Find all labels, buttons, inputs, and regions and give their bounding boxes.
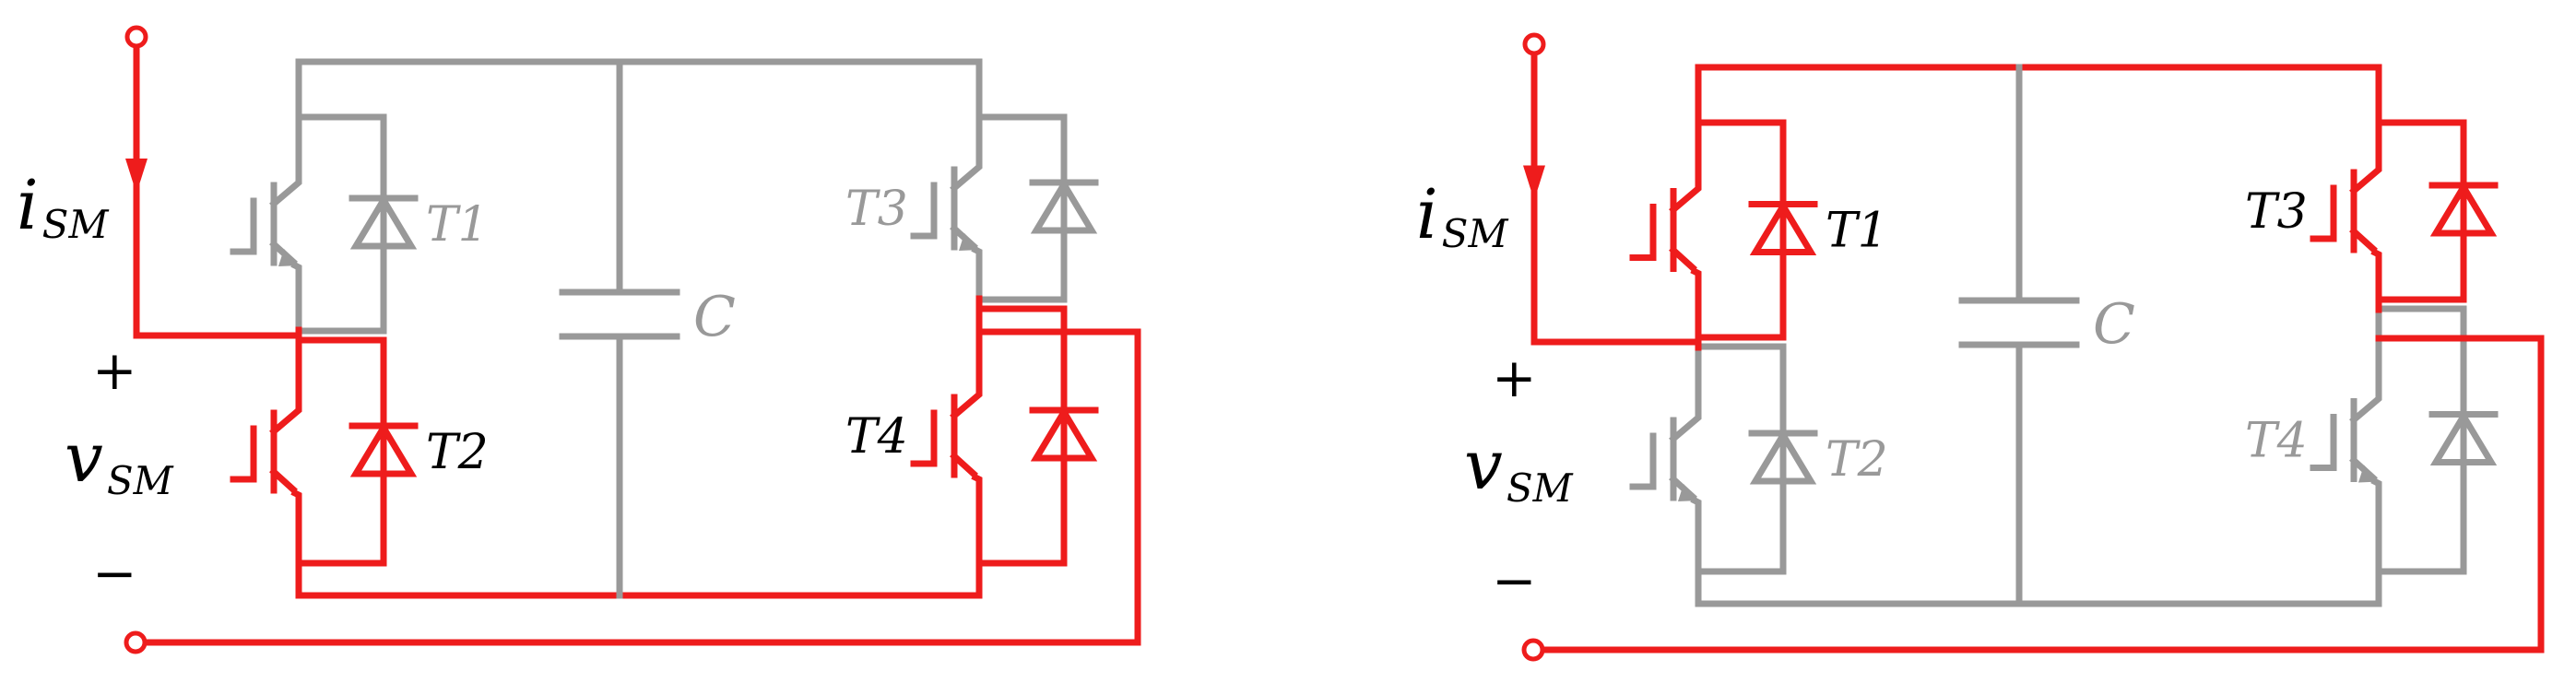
capacitor-label: C xyxy=(2093,292,2135,357)
bottom-dc-rail xyxy=(1695,572,2382,607)
igbt-collector-lead xyxy=(1669,338,1702,443)
igbt-gate xyxy=(230,197,257,255)
input-wire xyxy=(1530,51,1702,346)
top-dc-rail xyxy=(295,58,983,93)
igbt-emitter-arrow xyxy=(1669,245,1697,273)
diode-branch xyxy=(1695,119,1787,341)
igbt-emitter-lead xyxy=(971,245,983,308)
terminal-top xyxy=(124,25,148,49)
igbt-gate xyxy=(230,425,257,483)
diode-triangle xyxy=(349,421,418,477)
current-label-main: i xyxy=(17,166,39,245)
igbt-collector-lead xyxy=(950,109,983,193)
diode-triangle xyxy=(1030,406,1098,462)
switch-label-t2: T2 xyxy=(1826,432,1888,488)
switch-t3: T3 xyxy=(845,109,1099,308)
voltage-label-main: v xyxy=(65,418,103,498)
igbt-gate xyxy=(1629,432,1657,490)
igbt-emitter-lead xyxy=(1690,266,1702,346)
igbt-collector-lead xyxy=(1669,114,1702,215)
igbt-emitter-arrow xyxy=(269,467,298,494)
switch-t1: T1 xyxy=(230,109,489,339)
diode-triangle xyxy=(1030,178,1098,234)
igbt-collector-lead xyxy=(269,109,302,208)
diode-branch xyxy=(2375,305,2467,575)
voltage-label-sub: SM xyxy=(107,458,174,503)
voltage-label: vSM xyxy=(1464,426,1574,511)
output-wire xyxy=(1541,335,2545,654)
igbt-emitter-lead xyxy=(290,489,302,571)
voltage-label: vSM xyxy=(65,418,174,503)
current-label-main: i xyxy=(1416,175,1438,254)
diode-branch xyxy=(295,336,387,567)
diode-triangle xyxy=(2429,409,2498,465)
igbt-collector-lead xyxy=(2349,114,2382,195)
minus-sign: − xyxy=(1492,549,1537,612)
current-arrow xyxy=(125,159,148,194)
diode-triangle xyxy=(2429,181,2498,237)
input-wire xyxy=(133,43,302,339)
switch-label-t1: T1 xyxy=(426,197,489,253)
igbt-collector-lead xyxy=(950,300,983,420)
igbt-gate xyxy=(910,182,938,240)
switch-t4: T4 xyxy=(2245,300,2499,580)
top-dc-rail xyxy=(1695,64,2382,99)
igbt-emitter-lead xyxy=(290,261,302,339)
diode-triangle xyxy=(1749,429,1817,485)
minus-sign: − xyxy=(92,542,137,605)
switch-label-t4: T4 xyxy=(2245,414,2308,469)
diode-triangle xyxy=(349,194,418,250)
igbt-emitter-arrow xyxy=(950,452,978,478)
igbt-gate xyxy=(2310,414,2337,471)
voltage-label-main: v xyxy=(1464,426,1503,505)
voltage-label-sub: SM xyxy=(1507,465,1574,511)
current-label: iSM xyxy=(17,166,109,247)
igbt-emitter-arrow xyxy=(2349,227,2378,253)
switch-label-t1: T1 xyxy=(1826,204,1888,259)
diode-branch xyxy=(975,305,1068,567)
current-label: iSM xyxy=(1416,175,1508,256)
switch-label-t3: T3 xyxy=(845,182,908,237)
diode-branch xyxy=(975,113,1068,303)
diode-branch xyxy=(2375,119,2467,303)
plus-sign: + xyxy=(1492,347,1537,409)
diode-branch xyxy=(1695,343,1787,575)
terminal-bottom xyxy=(1521,638,1545,662)
switch-label-t2: T2 xyxy=(426,425,489,480)
current-arrow xyxy=(1523,165,1545,201)
switch-t1: T1 xyxy=(1629,114,1888,346)
igbt-gate xyxy=(1629,204,1657,261)
igbt-emitter-lead xyxy=(971,473,983,571)
igbt-emitter-lead xyxy=(2370,248,2382,308)
diode-branch xyxy=(295,113,387,335)
capacitor-label: C xyxy=(693,285,736,349)
switch-label-t3: T3 xyxy=(2245,184,2308,240)
igbt-collector-lead xyxy=(269,332,302,436)
terminal-top xyxy=(1522,32,1546,56)
switch-t3: T3 xyxy=(2245,114,2499,308)
switch-t2: T2 xyxy=(230,332,489,571)
plus-sign: + xyxy=(92,339,137,402)
igbt-collector-lead xyxy=(2349,300,2382,425)
switch-t4: T4 xyxy=(845,300,1099,571)
igbt-emitter-lead xyxy=(1690,496,1702,580)
igbt-emitter-lead xyxy=(2370,477,2382,580)
igbt-gate xyxy=(910,409,938,467)
switch-t2: T2 xyxy=(1629,338,1888,580)
diode-triangle xyxy=(1749,199,1817,255)
current-label-sub: SM xyxy=(1442,211,1509,256)
bottom-dc-rail xyxy=(295,564,983,599)
terminal-bottom xyxy=(124,630,148,654)
current-label-sub: SM xyxy=(42,202,110,247)
switch-label-t4: T4 xyxy=(845,409,908,465)
output-wire xyxy=(143,328,1141,646)
igbt-gate xyxy=(2310,184,2337,242)
